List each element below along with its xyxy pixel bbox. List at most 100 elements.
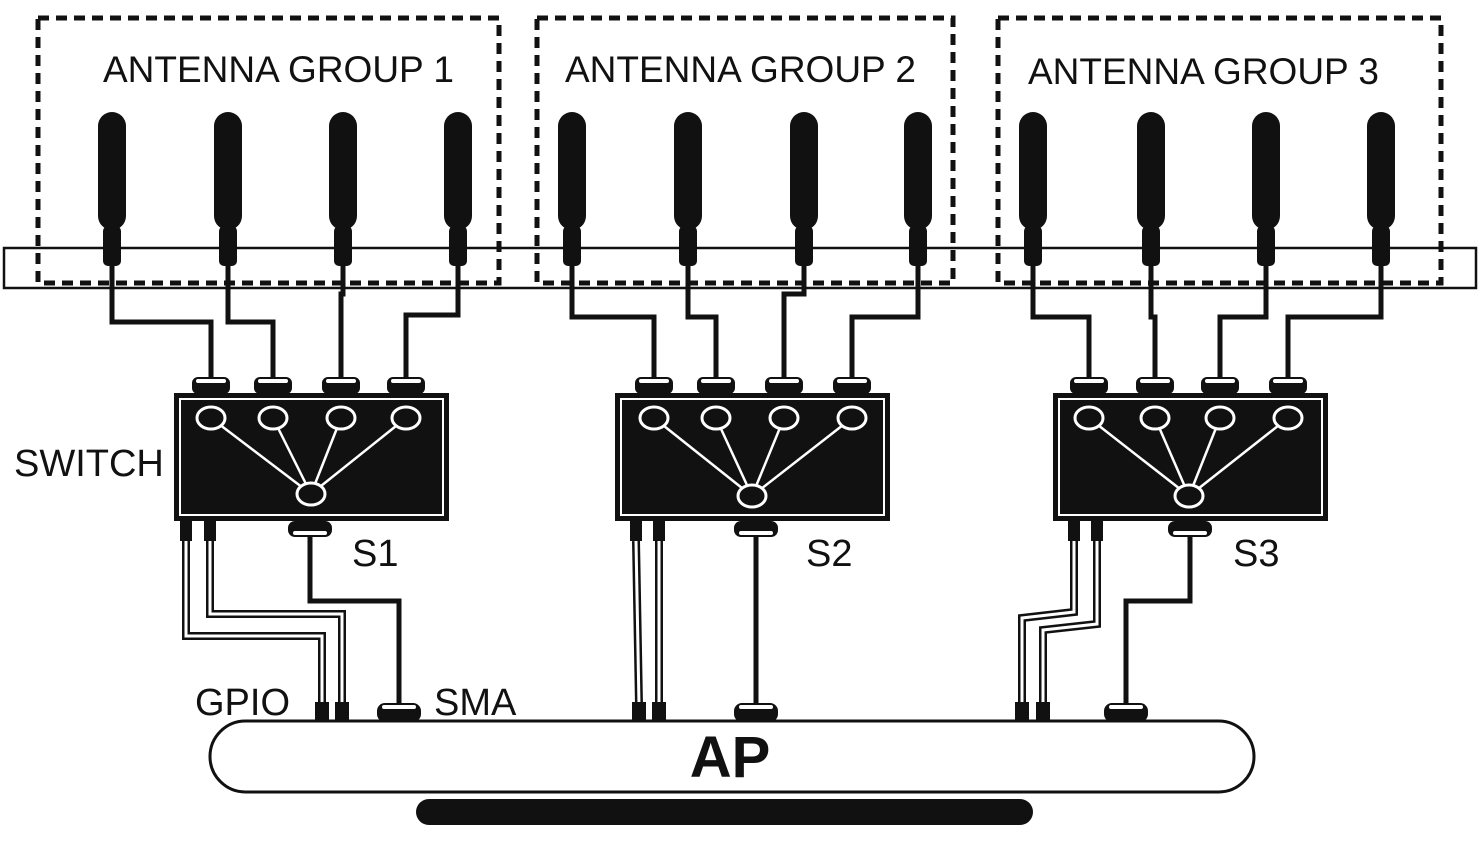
switch-path <box>653 417 753 497</box>
port-highlight <box>837 379 867 383</box>
access-point-label: AP <box>690 725 771 790</box>
switch-inner-frame <box>1058 398 1323 516</box>
rf-cable <box>338 258 346 382</box>
port-highlight <box>1140 379 1170 383</box>
port-highlight <box>701 379 731 383</box>
antenna-whip <box>674 112 702 230</box>
switches <box>174 377 1328 541</box>
switch-contact <box>1073 405 1105 431</box>
antenna-group-label-3: ANTENNA GROUP 3 <box>1028 51 1379 92</box>
gpio-label: GPIO <box>195 682 290 724</box>
antenna-icon <box>444 112 472 266</box>
antenna-connector <box>334 226 352 266</box>
antenna-icon <box>214 112 242 266</box>
antenna-connector <box>1024 226 1042 266</box>
antenna-whip <box>329 112 357 230</box>
rf-cable <box>403 258 461 382</box>
switch-contact <box>700 405 732 431</box>
antenna-connector <box>219 226 237 266</box>
ap-sma-highlight <box>382 705 416 709</box>
port-highlight <box>258 379 288 383</box>
switch-contact <box>257 405 289 431</box>
gpio-pin <box>204 521 216 541</box>
switch-label-s3: S3 <box>1233 533 1279 575</box>
gpio-cable-core <box>208 541 344 705</box>
switch-contact <box>768 405 800 431</box>
switch-path <box>309 417 343 495</box>
antenna-icon <box>558 112 586 266</box>
gpio-cable-core <box>634 540 641 706</box>
antenna-connector <box>795 226 813 266</box>
gpio-cable <box>1018 541 1078 705</box>
access-point-base <box>416 799 1033 825</box>
switch-common-contact <box>1173 483 1205 509</box>
switch-label-s1: S1 <box>352 533 398 575</box>
antenna-icon <box>1367 112 1395 266</box>
ap-gpio-pin <box>315 702 329 722</box>
antenna-connector <box>449 226 467 266</box>
switch-3 <box>1053 377 1328 541</box>
antenna-whip <box>1137 112 1165 230</box>
antenna-group-box-3 <box>995 15 1444 286</box>
antenna-whip <box>444 112 472 230</box>
antenna-icon <box>904 112 932 266</box>
switch-common-contact <box>295 481 327 507</box>
antenna-whip <box>98 112 126 230</box>
switch-path <box>1088 417 1190 497</box>
antenna-connector <box>563 226 581 266</box>
antenna-connector <box>909 226 927 266</box>
ap-sma-highlight <box>1109 705 1143 709</box>
cables <box>109 258 1384 722</box>
port-highlight <box>391 379 421 383</box>
sma-highlight <box>1173 531 1207 535</box>
antenna-whip <box>1019 112 1047 230</box>
switch-2 <box>615 377 890 541</box>
switch-contact <box>638 405 670 431</box>
switch-1 <box>174 377 449 541</box>
antenna-whip <box>1252 112 1280 230</box>
port-highlight <box>639 379 669 383</box>
sma-cable <box>307 537 402 703</box>
gpio-pin <box>180 521 192 541</box>
switch-contact <box>836 405 868 431</box>
mounting-rail <box>2 246 1478 290</box>
sma-label: SMA <box>434 682 517 724</box>
rf-cable <box>1148 258 1158 382</box>
ap-sma-highlight <box>739 705 773 709</box>
antenna-connector <box>103 226 121 266</box>
switch-contact <box>1139 405 1171 431</box>
switch-inner-frame <box>179 398 444 516</box>
antenna-connector <box>1142 226 1160 266</box>
switch-contact <box>195 405 227 431</box>
antenna-icon <box>98 112 126 266</box>
gpio-pin <box>653 521 665 541</box>
gpio-cable-core <box>1020 541 1076 705</box>
switch-contact <box>1272 405 1304 431</box>
switch-contact <box>325 405 357 431</box>
antenna-connector <box>679 226 697 266</box>
gpio-cable-core <box>184 541 324 705</box>
antenna-group-box-1 <box>35 15 502 286</box>
gpio-pin <box>1091 521 1103 541</box>
ap-gpio-pin <box>335 702 349 722</box>
port-highlight <box>1205 379 1235 383</box>
switch-label: SWITCH <box>14 443 164 485</box>
switch-contact <box>390 405 422 431</box>
antenna-icon <box>1252 112 1280 266</box>
switch-path <box>1153 417 1191 497</box>
antenna-connector <box>1257 226 1275 266</box>
switch-path <box>751 417 853 497</box>
ap-gpio-pin <box>652 702 666 722</box>
ap-gpio-pin <box>1015 702 1029 722</box>
sma-highlight <box>293 531 327 535</box>
access-point-body <box>208 719 1256 794</box>
antenna-icon <box>790 112 818 266</box>
rf-cable <box>849 258 921 382</box>
antenna-icon <box>1019 112 1047 266</box>
gpio-cable-core <box>1041 541 1099 705</box>
rf-cable <box>685 258 719 382</box>
antenna-icon <box>329 112 357 266</box>
rf-cable <box>225 258 276 382</box>
sma-cable <box>1123 537 1193 703</box>
